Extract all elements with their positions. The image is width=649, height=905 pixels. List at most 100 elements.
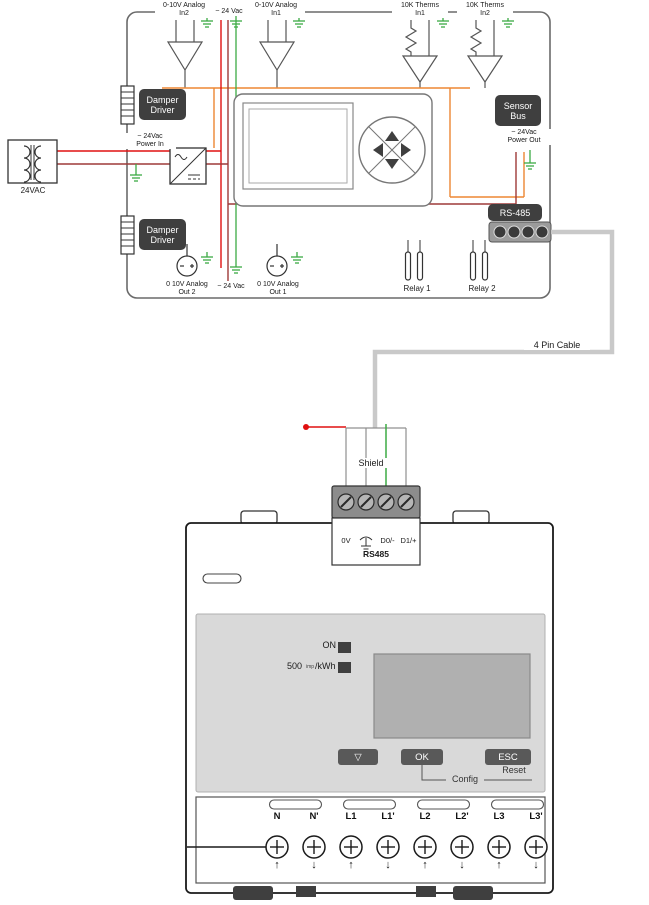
terminal-arrow-l1p: ↓ xyxy=(385,859,391,871)
orange-24vac-wire xyxy=(162,87,525,198)
sensor-bus-line1: Sensor xyxy=(503,100,533,111)
nav-pad-icon xyxy=(358,116,426,184)
relay1-label: Relay 1 xyxy=(394,284,440,293)
analog-out2-source-icon xyxy=(176,244,198,277)
damper-driver-top-box: Damper Driver xyxy=(139,89,186,120)
therms-in2-resistor-icon xyxy=(466,20,504,88)
meter-body xyxy=(185,510,554,900)
config-label: Config xyxy=(451,774,478,784)
terminal-d1-label: D1/+ xyxy=(400,536,417,545)
pulse-value-label: 500 xyxy=(286,661,302,671)
analog-out1-line1: 0 10V Analog xyxy=(257,281,299,288)
relay1-contacts-icon xyxy=(404,240,424,281)
analog-in1-label: 0-10V Analog In1 xyxy=(247,2,305,18)
damper-driver-line2: Driver xyxy=(150,234,175,245)
damper-driver-bottom-box: Damper Driver xyxy=(139,219,186,250)
terminal-d0-label: D0/- xyxy=(380,536,395,545)
terminal-label-l3p: L3' xyxy=(529,811,543,822)
terminal-screw-icon xyxy=(487,835,511,859)
screw-terminal-icon xyxy=(357,493,375,511)
meter-foot xyxy=(416,886,436,897)
terminal-slot xyxy=(268,799,323,810)
power-in-line2: Power In xyxy=(136,141,164,148)
therms-in1-line1: 10K Therms xyxy=(401,2,439,9)
therms-in1-label: 10K Therms In1 xyxy=(392,2,448,18)
therms-in2-label: 10K Therms In2 xyxy=(457,2,513,18)
meter-foot xyxy=(453,886,493,900)
rs485-box: RS-485 xyxy=(488,204,542,221)
rs485-label: RS-485 xyxy=(499,207,531,218)
power-out-line1: ~ 24Vac xyxy=(511,129,537,136)
power-out-line2: Power Out xyxy=(507,137,541,144)
esc-button: ESC xyxy=(485,749,531,765)
damper-connector-icon xyxy=(120,85,135,125)
therms-in1-resistor-icon xyxy=(401,20,439,88)
terminal-arrow-l1: ↑ xyxy=(348,859,354,871)
terminal-screw-icon xyxy=(376,835,400,859)
therms-in2-line2: In2 xyxy=(480,10,490,17)
shield-label: Shield xyxy=(349,458,393,468)
terminal-label-n2: N' xyxy=(309,811,319,822)
four-pin-cable xyxy=(372,229,615,428)
ok-button: OK xyxy=(401,749,443,765)
analog-out2-label: 0 10V Analog Out 2 xyxy=(158,281,216,297)
rs485-terminal-block xyxy=(331,485,421,519)
meter-din-tab xyxy=(452,510,490,525)
red-wire-end-dot xyxy=(303,424,309,430)
terminal-label-l3: L3 xyxy=(493,811,505,822)
terminal-arrow-n2: ↓ xyxy=(311,859,317,871)
transformer-label: 24VAC xyxy=(20,186,46,195)
meter-din-tab xyxy=(240,510,278,525)
on-indicator-square xyxy=(338,642,351,653)
sensor-bus-box: Sensor Bus xyxy=(495,95,541,126)
down-button: ▽ xyxy=(338,749,378,765)
power-in-line1: ~ 24Vac xyxy=(137,133,163,140)
meter-foot xyxy=(296,886,316,897)
terminal-screw-icon xyxy=(450,835,474,859)
meter-lcd xyxy=(373,653,531,739)
terminal-slot xyxy=(416,799,471,810)
terminal-screw-icon xyxy=(302,835,326,859)
config-bracket-line xyxy=(421,765,532,781)
analog-out2-line2: Out 2 xyxy=(178,289,196,296)
terminal-arrow-l3p: ↓ xyxy=(533,859,539,871)
terminal-label-l1p: L1' xyxy=(381,811,395,822)
terminal-arrow-n: ↑ xyxy=(274,859,280,871)
shield-ground-icon xyxy=(359,536,373,550)
analog-in1-opamp-icon xyxy=(258,20,296,88)
terminal-label-l1: L1 xyxy=(345,811,357,822)
transformer-icon xyxy=(7,139,58,184)
meter-foot xyxy=(233,886,273,900)
terminal-label-l2: L2 xyxy=(419,811,431,822)
analog-out2-line1: 0 10V Analog xyxy=(166,281,208,288)
analog-out1-label: 0 10V Analog Out 1 xyxy=(249,281,307,297)
terminal-screw-icon xyxy=(413,835,437,859)
terminal-screw-icon xyxy=(339,835,363,859)
four-pin-cable-label: 4 Pin Cable xyxy=(524,340,590,350)
analog-in2-label: 0-10V Analog In2 xyxy=(155,2,213,18)
analog-in2-line1: 0-10V Analog xyxy=(162,2,206,9)
meter-slot xyxy=(202,573,242,584)
damper-driver-line1: Damper xyxy=(146,224,179,235)
on-label: ON xyxy=(322,640,337,650)
terminal-slot xyxy=(490,799,545,810)
analog-in1-line1: 0-10V Analog xyxy=(254,2,298,9)
red-power-wire xyxy=(45,20,222,268)
sensor-bus-line2: Bus xyxy=(510,110,526,121)
damper-driver-line2: Driver xyxy=(150,104,175,115)
dark-red-power-wire xyxy=(45,20,517,281)
screw-terminal-icon xyxy=(337,493,355,511)
controller-display-cluster xyxy=(233,93,433,207)
terminal-0v-label: 0V xyxy=(341,536,351,545)
therms-in1-line2: In1 xyxy=(415,10,425,17)
terminal-slot xyxy=(342,799,397,810)
terminal-screw-icon xyxy=(524,835,548,859)
analog-out1-source-icon xyxy=(266,244,288,277)
screw-terminal-icon xyxy=(377,493,395,511)
reset-label: Reset xyxy=(502,765,526,775)
pulse-indicator-square xyxy=(338,662,351,673)
analog-out1-line2: Out 1 xyxy=(269,289,287,296)
analog-in2-opamp-icon xyxy=(166,20,204,88)
